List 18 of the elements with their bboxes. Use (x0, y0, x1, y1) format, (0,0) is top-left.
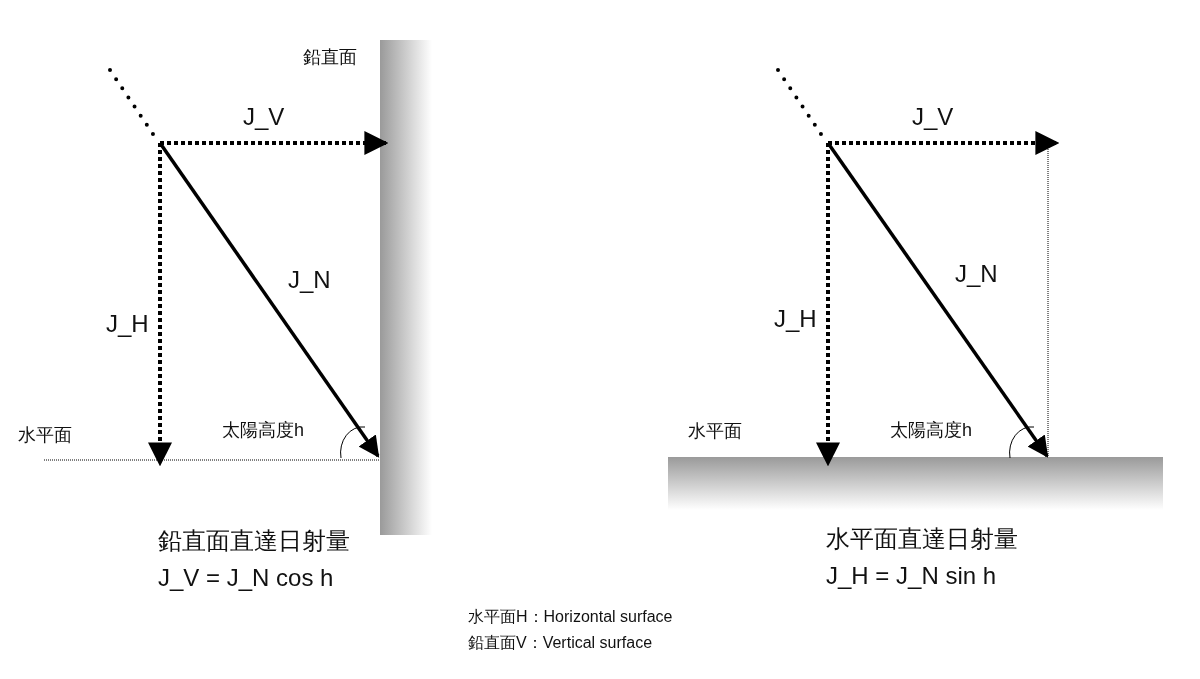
vector-label: J_N (955, 260, 998, 288)
surface-label: 水平面 (18, 425, 72, 446)
formula-text: J_V = J_N cos h (158, 564, 334, 592)
vector-label: J_H (106, 310, 149, 338)
heading-text: 鉛直面直達日射量 (158, 527, 350, 555)
surface-bar (380, 40, 432, 535)
surface-label: 鉛直面 (303, 47, 357, 68)
angle-label: 太陽高度h (222, 420, 304, 441)
legend-text: 鉛直面V：Vertical surface (468, 634, 653, 653)
formula-text: J_H = J_N sin h (826, 562, 997, 590)
angle-label: 太陽高度h (890, 420, 972, 441)
vector-label: J_H (774, 305, 817, 333)
legend-text: 水平面H：Horizontal surface (468, 608, 673, 627)
surface-bar (668, 457, 1163, 510)
vector-label: J_V (243, 103, 285, 131)
surface-label: 水平面 (688, 421, 742, 442)
vector-label: J_V (912, 103, 954, 131)
vector-label: J_N (288, 266, 331, 294)
